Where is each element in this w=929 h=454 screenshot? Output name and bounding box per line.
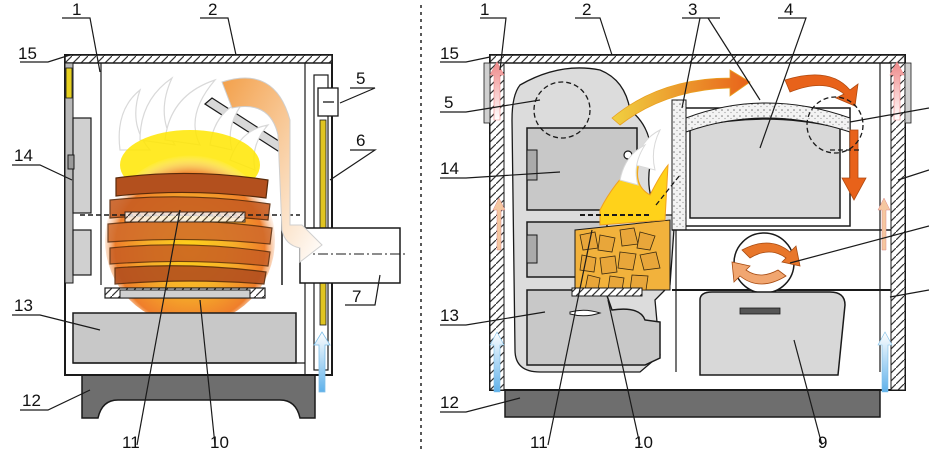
right-ash-pan [526,289,661,366]
left-feed-door [72,117,92,214]
label-left-15: 15 [18,44,37,63]
right-stove-view [440,17,929,446]
left-top-plate [64,54,333,64]
right-warm-air-right [889,61,905,121]
right-leader-lines [440,17,823,446]
label-left-14: 14 [14,146,33,165]
right-edge-leaders [789,107,929,298]
right-top-plate [489,54,906,64]
right-cold-air-right [877,331,893,393]
right-grate [571,287,643,297]
label-left-13: 13 [14,296,33,315]
label-right-2: 2 [582,0,591,19]
label-left-6: 6 [356,131,365,150]
left-cold-air-arrow [313,331,331,393]
label-right-1: 1 [480,0,489,19]
label-right-4: 4 [784,0,793,19]
left-smoke-arrow [221,77,323,264]
label-left-10: 10 [210,433,229,452]
right-hot-air-arrow-1 [611,69,751,126]
label-right-5: 5 [444,93,453,112]
right-mid-arrow-right [877,197,891,251]
right-highlight-circle-2 [806,96,864,154]
label-left-2: 2 [208,0,217,19]
right-flame-tongues [619,128,662,186]
label-right-13: 13 [440,306,459,325]
label-right-14: 14 [440,159,459,178]
left-base [81,374,316,419]
left-logs [107,172,273,285]
label-right-10: 10 [634,433,653,452]
label-left-1: 1 [72,0,81,19]
left-door-insulation [65,67,73,99]
right-cold-air-left [489,331,505,393]
label-right-15: 15 [440,44,459,63]
right-hot-air-arrow-3 [841,129,867,201]
label-right-12: 12 [440,393,459,412]
right-highlight-circle-1 [533,81,591,139]
label-left-11: 11 [122,433,140,452]
right-oven-insulation [671,99,687,231]
label-left-12: 12 [22,391,41,410]
left-ash-door [72,229,92,276]
label-left-7: 7 [352,287,361,306]
label-left-5: 5 [356,69,365,88]
left-stove-view [12,17,405,446]
right-right-wall [890,62,906,391]
left-labels: 1 2 15 5 6 14 7 13 12 11 10 [14,0,365,452]
left-flue-pipe [299,227,401,284]
label-right-3: 3 [688,0,697,19]
right-firebricks [574,219,671,291]
left-ash-pan [72,312,297,364]
right-storage-drawer [699,291,846,376]
left-wall-insulation [319,119,327,326]
left-leader-lines [12,17,381,446]
right-labels: 1 2 3 4 15 5 14 13 12 11 10 9 [440,0,827,452]
label-right-11: 11 [530,433,548,452]
right-mid-arrow-left [492,197,506,251]
left-door-handle [67,154,75,170]
label-right-9: 9 [818,433,827,452]
